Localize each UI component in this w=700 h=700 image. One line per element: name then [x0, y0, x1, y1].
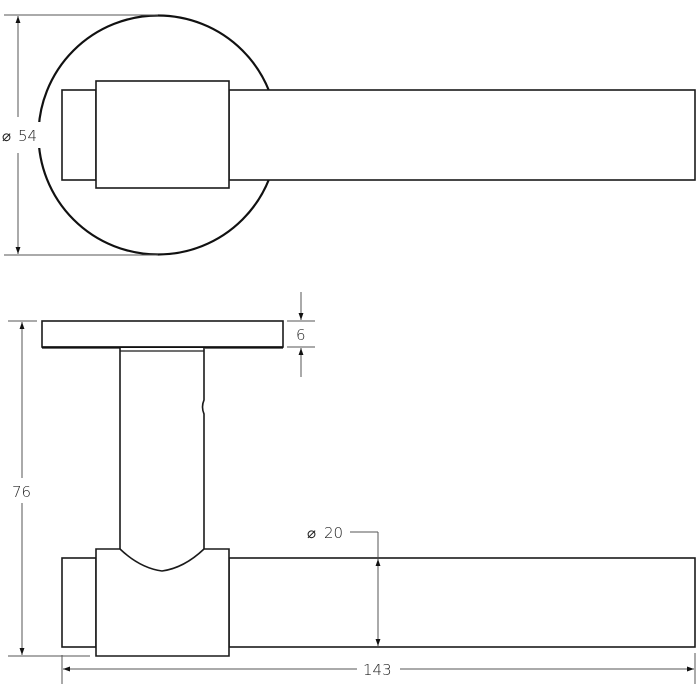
top-collar [95, 80, 230, 189]
lever-diameter-value: 20 [324, 524, 343, 542]
projection-dimension: 76 [8, 320, 90, 657]
rose-plate [41, 320, 284, 348]
top-view: ⌀ 54 [0, 14, 696, 256]
lever-diameter-symbol: ⌀ [307, 524, 316, 542]
lever-diameter-dimension: ⌀ 20 [307, 524, 381, 646]
side-view: 6 76 ⌀ 20 143 [8, 292, 696, 684]
rose-diameter-dimension: ⌀ 54 [0, 14, 158, 256]
spindle-shaft [120, 348, 205, 550]
side-collar [95, 548, 230, 657]
side-lever-stub [61, 557, 97, 648]
rose-diameter-symbol: ⌀ [2, 127, 11, 145]
top-lever-bar [228, 89, 696, 181]
projection-value: 76 [12, 483, 31, 501]
side-lever-bar [228, 557, 696, 648]
rose-thickness-value: 6 [296, 326, 306, 344]
top-lever-stub [61, 89, 97, 181]
lever-length-value: 143 [363, 661, 392, 679]
rose-thickness-dimension: 6 [287, 292, 315, 377]
lever-length-dimension: 143 [61, 653, 696, 684]
rose-diameter-value: 54 [18, 127, 37, 145]
